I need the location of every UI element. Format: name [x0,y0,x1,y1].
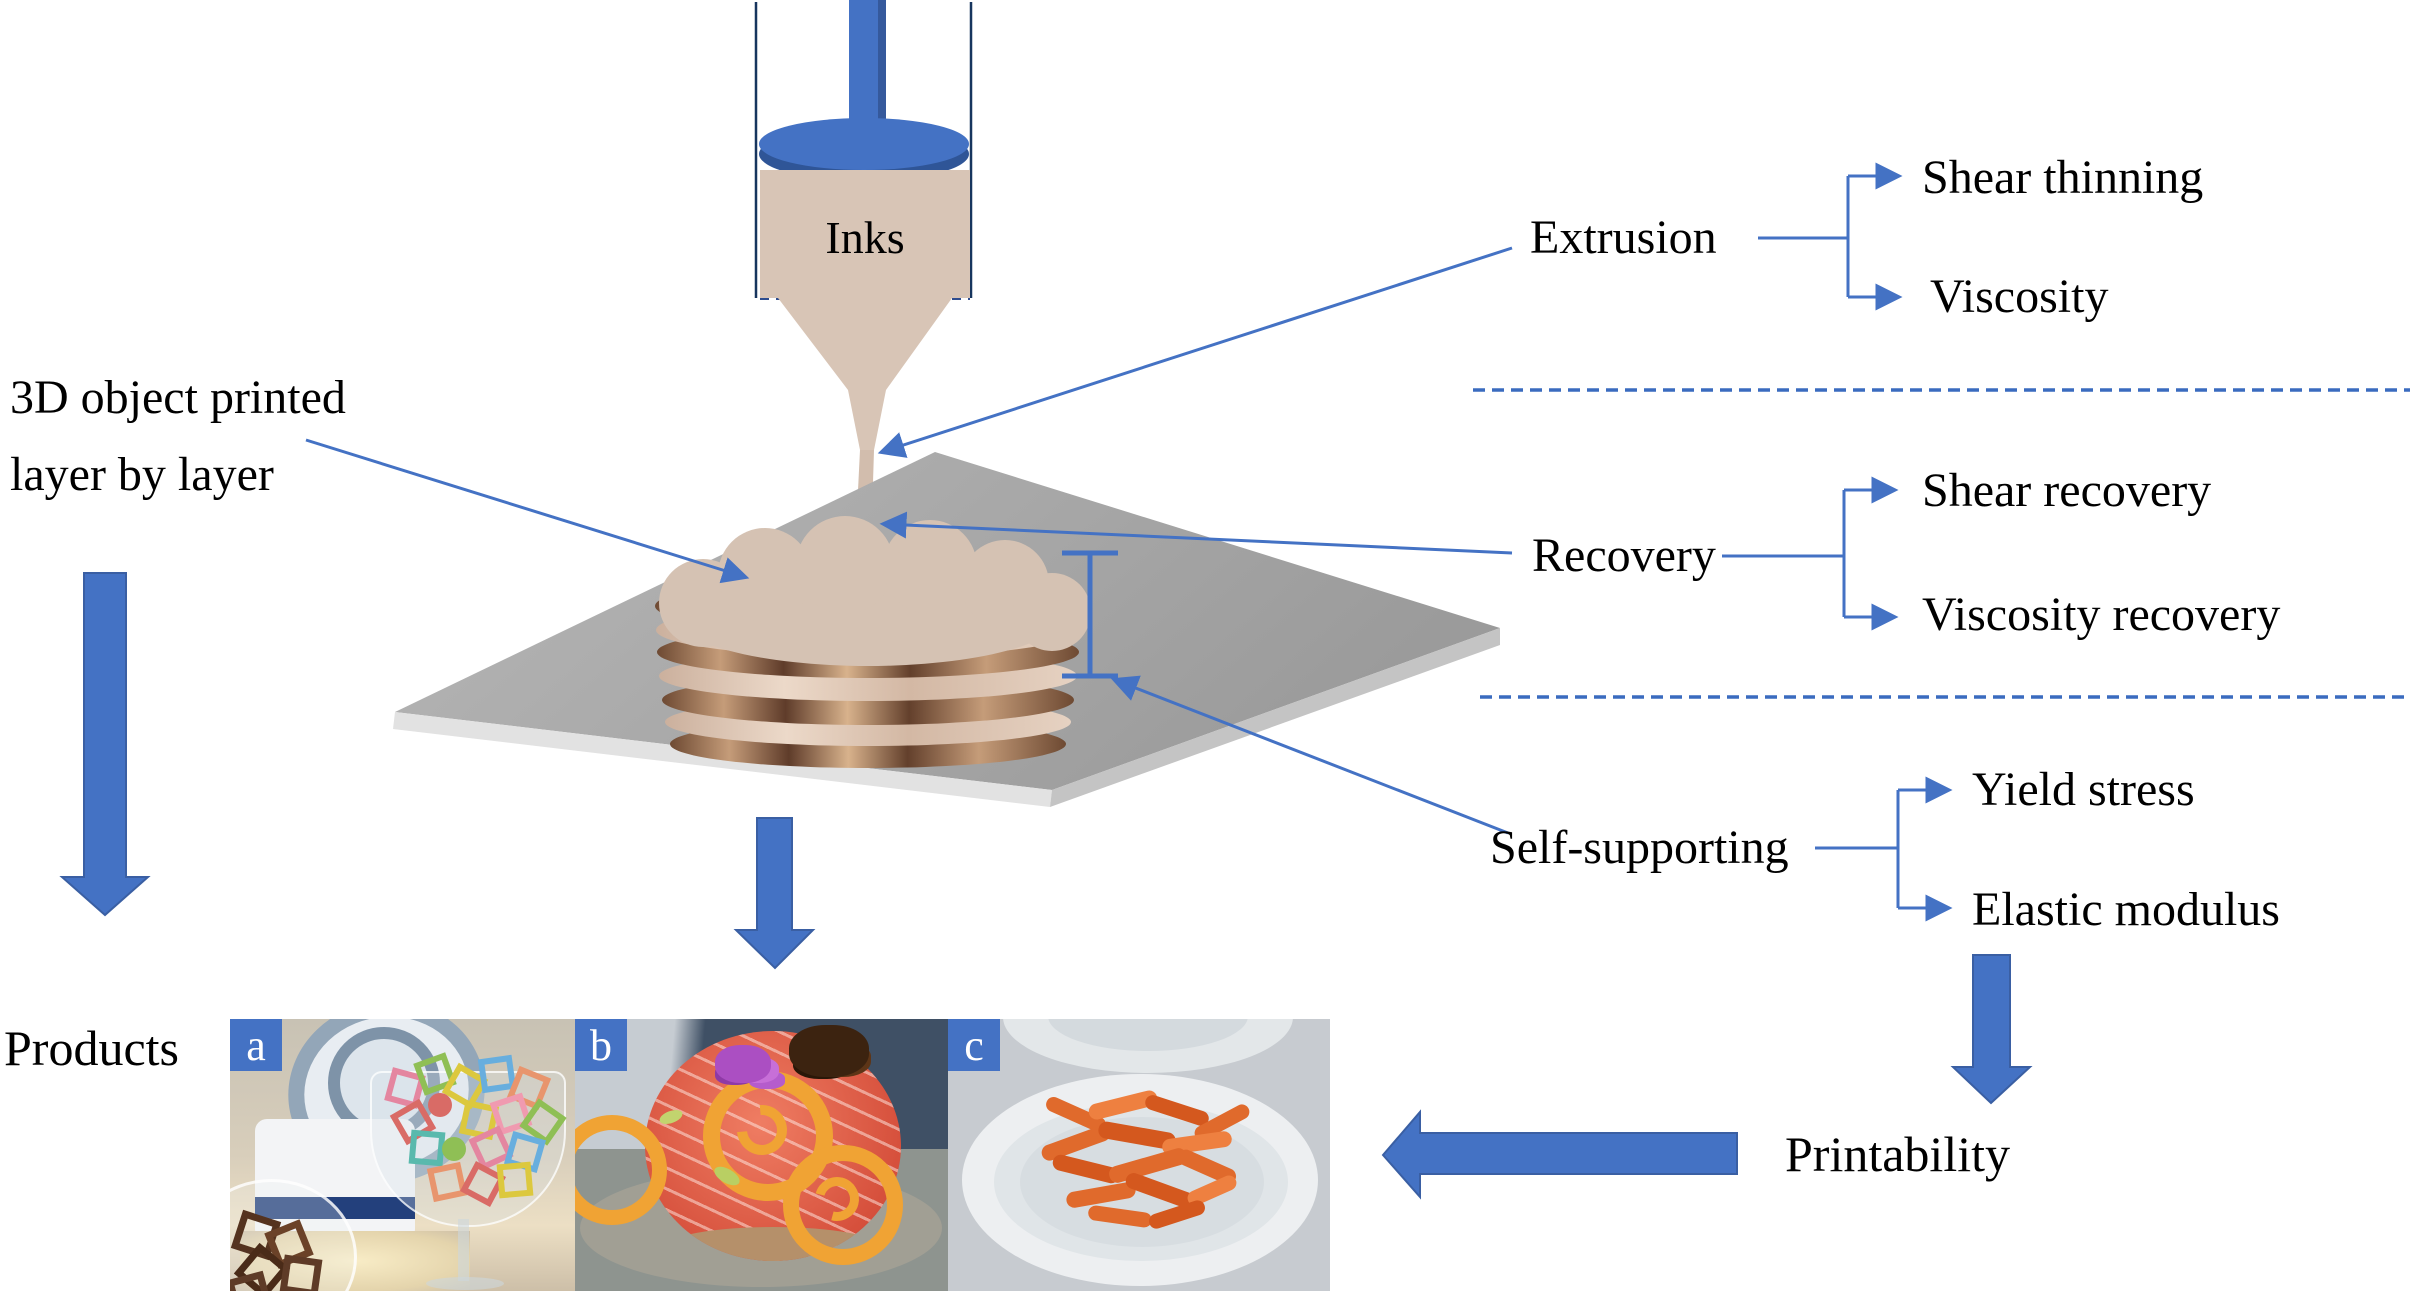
block-arrow-left-printability [1381,1109,1738,1200]
ink-barrel [760,170,970,298]
badge-b: b [575,1019,627,1071]
candy [496,1161,534,1199]
property-viscosity-recovery: Viscosity recovery [1922,588,2281,641]
goblet-stem [458,1219,469,1281]
badge-a: a [230,1019,282,1071]
section-label-extrusion: Extrusion [1530,211,1717,264]
candy-ball [428,1093,452,1117]
property-elastic-modulus: Elastic modulus [1972,883,2280,936]
block-arrow-down-left [59,572,151,917]
arrow-selfsupporting-to-bracket [1110,675,1509,835]
nozzle [778,298,952,450]
section-label-recovery: Recovery [1532,529,1716,582]
flower-garnish [715,1045,771,1083]
object-caption-line1: 3D object printed [10,371,346,424]
syringe [754,0,973,551]
candy [408,1129,446,1167]
printability-label: Printability [1785,1126,2010,1182]
arrow-extrusion-to-nozzle [877,246,1513,458]
candy [426,1161,468,1203]
block-arrow-down-printability [1950,954,2033,1105]
property-yield-stress: Yield stress [1972,763,2195,816]
products-label: Products [4,1020,179,1076]
bracket-recovery [1722,490,1846,617]
bracket-self-supporting [1815,790,1900,908]
plunger-disc-top [759,118,969,170]
candy-ball [442,1137,466,1161]
block-arrow-down-middle [733,817,816,970]
product-image-a: a [230,1019,575,1291]
crumble-garnish [789,1025,869,1077]
property-shear-recovery: Shear recovery [1922,464,2212,517]
arrow-recovery-to-strand [879,511,1513,555]
goblet-foot [426,1277,504,1290]
property-shear-thinning: Shear thinning [1922,151,2204,204]
height-measure-bracket [1062,550,1118,679]
badge-c: c [948,1019,1000,1071]
section-label-self-supporting: Self-supporting [1490,821,1789,874]
inks-label: Inks [825,212,905,263]
object-caption-line2: layer by layer [10,447,274,501]
platform-front-right-edge [1050,628,1500,807]
arrow-caption-to-object [305,438,750,584]
printed-object [655,516,1091,768]
product-image-c: c [948,1019,1330,1291]
object-top-surface [659,516,1091,666]
product-image-b: b [575,1019,948,1291]
plunger-rod-shade [878,0,886,145]
choc-piece [279,1254,323,1291]
property-viscosity: Viscosity [1930,270,2109,323]
object-caption: 3D object printed layer by layer [10,360,346,514]
bracket-extrusion [1758,176,1850,297]
